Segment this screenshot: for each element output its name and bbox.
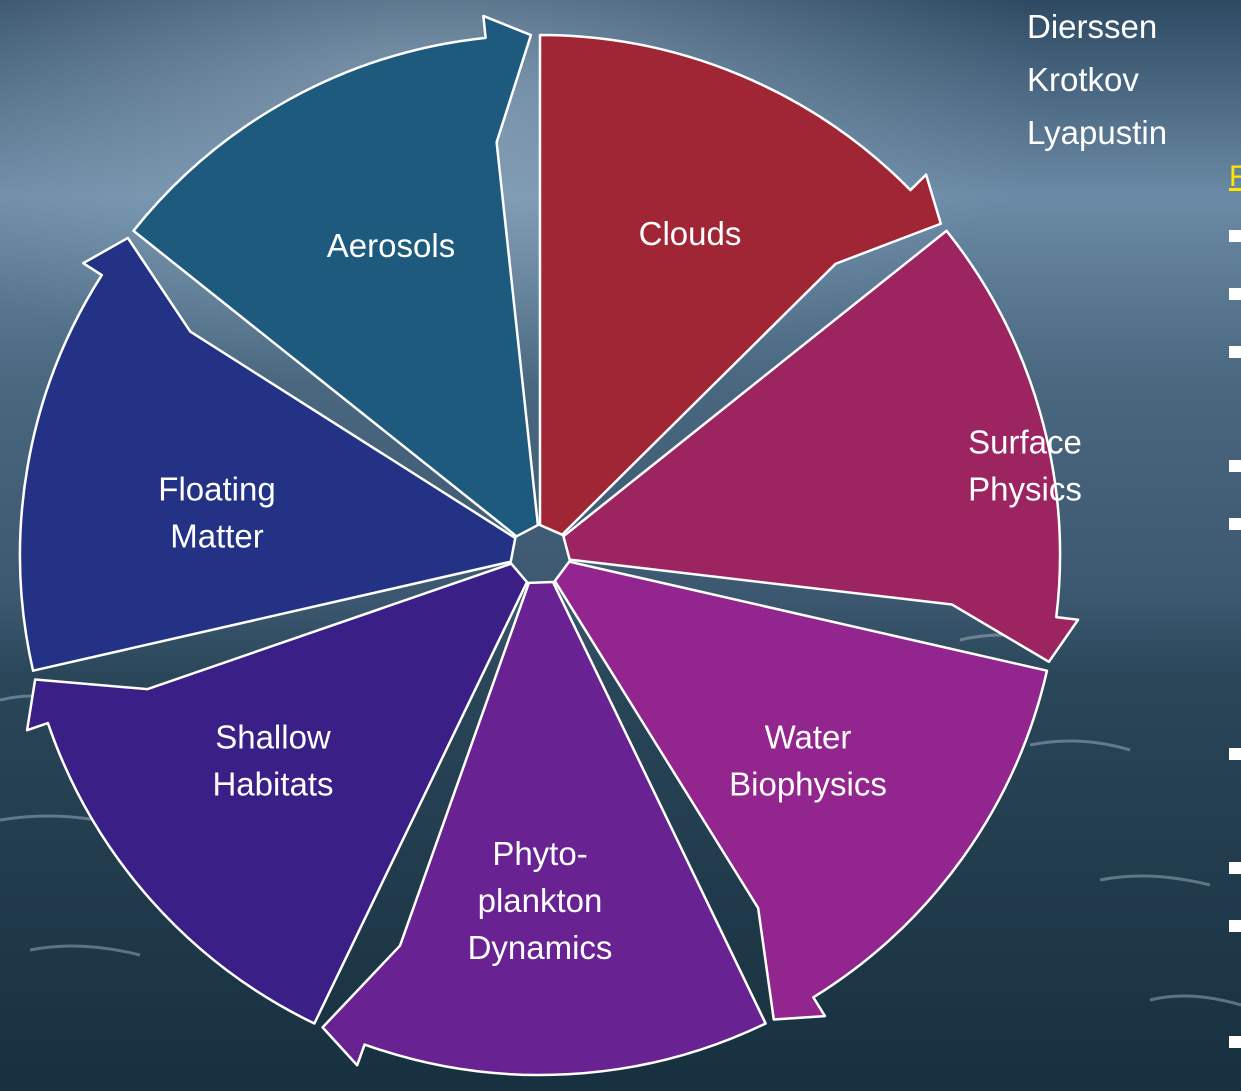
bullet-marker bbox=[1229, 920, 1241, 932]
cycle-segment bbox=[321, 580, 767, 1077]
segment-label: Physics bbox=[968, 471, 1082, 508]
segment-label: Shallow bbox=[215, 719, 331, 756]
bullet-marker bbox=[1229, 748, 1241, 760]
cycle-segment bbox=[538, 33, 943, 536]
bullet-marker bbox=[1229, 1036, 1241, 1048]
segment-label: Surface bbox=[968, 424, 1082, 461]
segment-label: plankton bbox=[478, 882, 603, 919]
segment-label: Water bbox=[765, 719, 852, 756]
author-name: Krotkov bbox=[1027, 61, 1139, 98]
segment-label: Dynamics bbox=[468, 929, 613, 966]
segment-label: Matter bbox=[170, 518, 264, 555]
cut-off-heading: F bbox=[1229, 160, 1241, 193]
segment-label: Biophysics bbox=[729, 766, 887, 803]
cycle-segment bbox=[132, 14, 540, 538]
segment-label: Phyto- bbox=[492, 835, 587, 872]
bullet-marker bbox=[1229, 460, 1241, 472]
bullet-marker bbox=[1229, 288, 1241, 300]
bullet-marker bbox=[1229, 862, 1241, 874]
segment-label: Aerosols bbox=[327, 227, 455, 264]
bullet-marker bbox=[1229, 518, 1241, 530]
segment-label: Clouds bbox=[639, 215, 742, 252]
cycle-segment bbox=[562, 229, 1080, 664]
author-name: Lyapustin bbox=[1027, 114, 1168, 151]
cycle-segment bbox=[18, 236, 517, 672]
cycle-segment bbox=[25, 562, 529, 1025]
segment-label: Habitats bbox=[212, 766, 333, 803]
bullet-marker bbox=[1229, 346, 1241, 358]
cycle-segment bbox=[553, 560, 1049, 1021]
segment-label: Floating bbox=[158, 471, 275, 508]
bullet-marker bbox=[1229, 230, 1241, 242]
author-names: Dierssen Krotkov Lyapustin bbox=[1027, 0, 1167, 159]
author-name: Dierssen bbox=[1027, 8, 1158, 45]
